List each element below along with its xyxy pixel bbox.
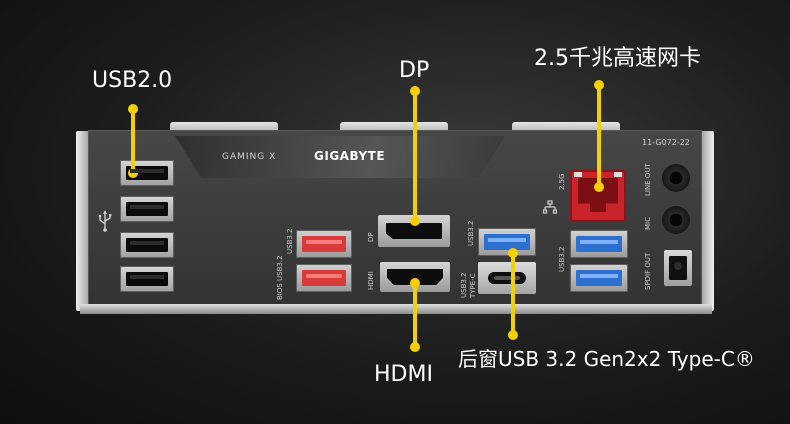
silk-usb32-top: USB3.2 — [286, 228, 294, 254]
usb32-red-port-2[interactable] — [296, 264, 352, 292]
silk-mic: MIC — [644, 217, 652, 230]
usb2-port-4[interactable] — [120, 266, 174, 292]
series-name: GAMING X — [222, 152, 277, 162]
network-icon — [543, 200, 557, 214]
callout-hdmi-label: HDMI — [374, 362, 433, 387]
silk-bios-usb32: BIOS USB3.2 — [276, 255, 284, 300]
callout-usb20-line — [131, 108, 135, 174]
silk-spdif-out: SPDIF OUT — [644, 252, 652, 290]
callout-dp-dot-bottom — [410, 216, 420, 226]
callout-dp-line — [413, 90, 417, 222]
silk-lan-25g: 2.5G — [558, 173, 566, 190]
callout-typec-label: 后窗USB 3.2 Gen2x2 Type-C® — [458, 347, 755, 371]
spdif-out-port[interactable] — [664, 250, 692, 286]
bracket-rail-right — [700, 131, 714, 311]
callout-lan-dot-bottom — [594, 182, 604, 192]
silk-dp: DP — [367, 232, 375, 242]
line-out-jack[interactable] — [662, 164, 690, 192]
usb-typec-port[interactable] — [478, 262, 536, 294]
callout-lan-label: 2.5千兆高速网卡 — [534, 46, 701, 71]
usb32-blue-port-right-1[interactable] — [570, 230, 628, 258]
brand-banner — [175, 136, 505, 178]
callout-hdmi-dot-bottom — [410, 342, 420, 352]
callout-typec-line — [511, 252, 515, 336]
callout-hdmi-line — [413, 282, 417, 348]
model-code: 11-G072-22 — [642, 138, 690, 147]
brand-logo: GIGABYTE — [314, 149, 386, 163]
usb2-port-2[interactable] — [120, 196, 174, 222]
silk-hdmi: HDMI — [367, 271, 375, 290]
usb2-port-3[interactable] — [120, 232, 174, 258]
silk-usb32-a: USB3.2 — [467, 220, 475, 246]
bracket-rail-bottom — [80, 304, 712, 314]
usb32-red-port-1[interactable] — [296, 230, 352, 258]
callout-usb20-dot-bottom — [128, 168, 138, 178]
bracket-rail-left — [76, 131, 90, 311]
mic-jack[interactable] — [662, 206, 690, 234]
silk-usb32-typec: USB3.2 TYPE-C — [460, 272, 477, 298]
silk-line-out: LINE OUT — [644, 163, 652, 196]
usb32-blue-port[interactable] — [478, 228, 536, 256]
silk-usb32-right: USB3.2 — [558, 246, 566, 272]
callout-usb20-label: USB2.0 — [92, 68, 173, 93]
callout-lan-line — [597, 84, 601, 188]
usb32-blue-port-right-2[interactable] — [570, 264, 628, 292]
callout-dp-label: DP — [399, 58, 430, 83]
usb-trident-icon — [98, 210, 112, 232]
callout-typec-dot-bottom — [508, 330, 518, 340]
